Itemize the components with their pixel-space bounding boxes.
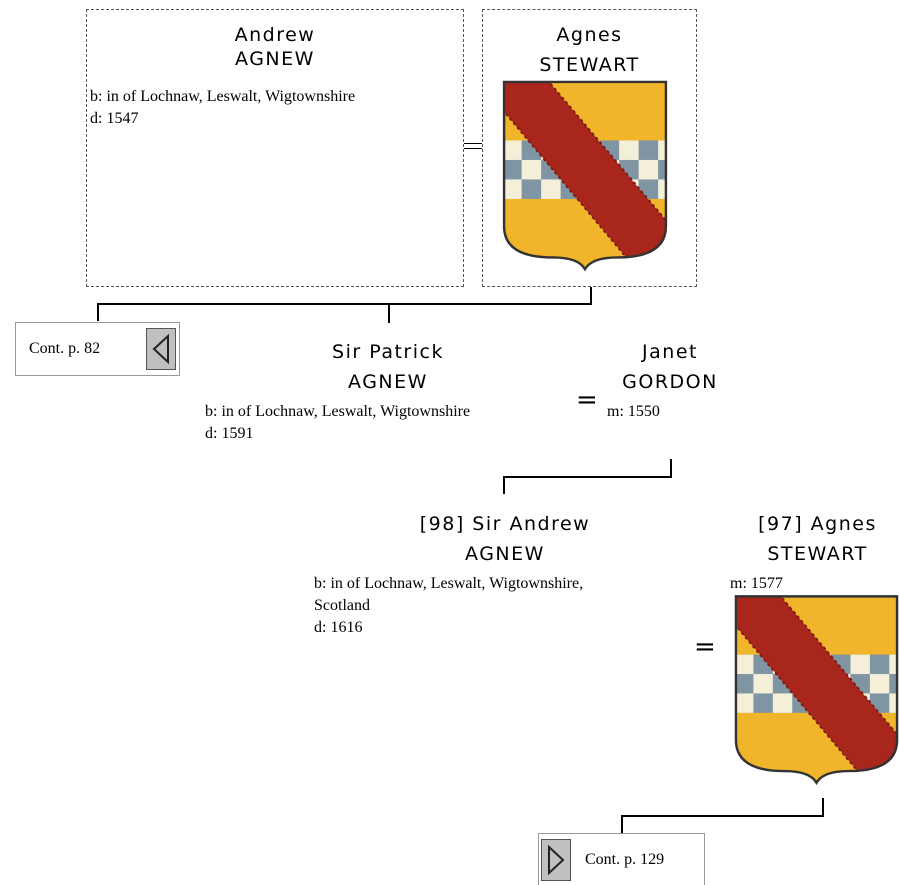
left-arrow-icon[interactable] — [146, 328, 176, 370]
marriage-symbol-andrew-agnes: = — [694, 634, 716, 660]
andrew-sr-first-name: Andrew — [86, 23, 464, 47]
cont-p82-label[interactable]: Cont. p. 82 — [29, 340, 146, 358]
connector-to-cont129 — [621, 815, 623, 833]
marriage-link-top-2 — [464, 148, 482, 149]
connector-top-horizontal — [97, 303, 592, 305]
connector-to-andrew-jr — [503, 476, 505, 494]
janet-first-name: Janet — [600, 340, 740, 364]
connector-bottom-down — [822, 798, 824, 816]
cont-p129-link[interactable]: Cont. p. 129 — [538, 833, 705, 885]
marriage-link-top-1 — [464, 143, 482, 144]
connector-top-down — [590, 287, 592, 304]
andrew-jr-birth-line1: b: in of Lochnaw, Leswalt, Wigtownshire, — [314, 573, 583, 595]
connector-mid-horizontal — [503, 476, 672, 478]
andrew-jr-last-name: AGNEW — [370, 542, 640, 566]
andrew-sr-last-name: AGNEW — [86, 47, 464, 71]
connector-mid-down — [670, 459, 672, 477]
andrew-jr-death: d: 1616 — [314, 617, 362, 639]
andrew-sr-death: d: 1547 — [90, 108, 138, 130]
janet-last-name: GORDON — [600, 370, 740, 394]
stewart-coat-of-arms-icon — [734, 594, 899, 789]
patrick-birth: b: in of Lochnaw, Leswalt, Wigtownshire — [205, 401, 470, 423]
right-arrow-icon[interactable] — [541, 839, 571, 881]
stewart-coat-of-arms-icon — [502, 80, 668, 275]
janet-marriage: m: 1550 — [607, 401, 660, 423]
agnes-sr-last-name: STEWART — [482, 53, 697, 77]
andrew-sr-birth: b: in of Lochnaw, Leswalt, Wigtownshire — [90, 86, 355, 108]
marriage-symbol-patrick-janet: = — [576, 387, 598, 413]
connector-to-patrick — [388, 303, 390, 323]
agnes-jr-last-name: STEWART — [740, 542, 895, 566]
patrick-death: d: 1591 — [205, 423, 253, 445]
cont-p129-label[interactable]: Cont. p. 129 — [585, 851, 664, 869]
cont-p82-link[interactable]: Cont. p. 82 — [15, 322, 180, 376]
connector-bottom-horizontal — [621, 815, 824, 817]
andrew-jr-first-name: [98] Sir Andrew — [370, 512, 640, 536]
patrick-last-name: AGNEW — [250, 370, 526, 394]
agnes-sr-first-name: Agnes — [482, 23, 697, 47]
connector-to-cont82 — [97, 303, 99, 321]
agnes-jr-first-name: [97] Agnes — [740, 512, 895, 536]
patrick-first-name: Sir Patrick — [250, 340, 526, 364]
agnes-jr-marriage: m: 1577 — [730, 573, 783, 595]
andrew-jr-birth-line2: Scotland — [314, 595, 370, 617]
